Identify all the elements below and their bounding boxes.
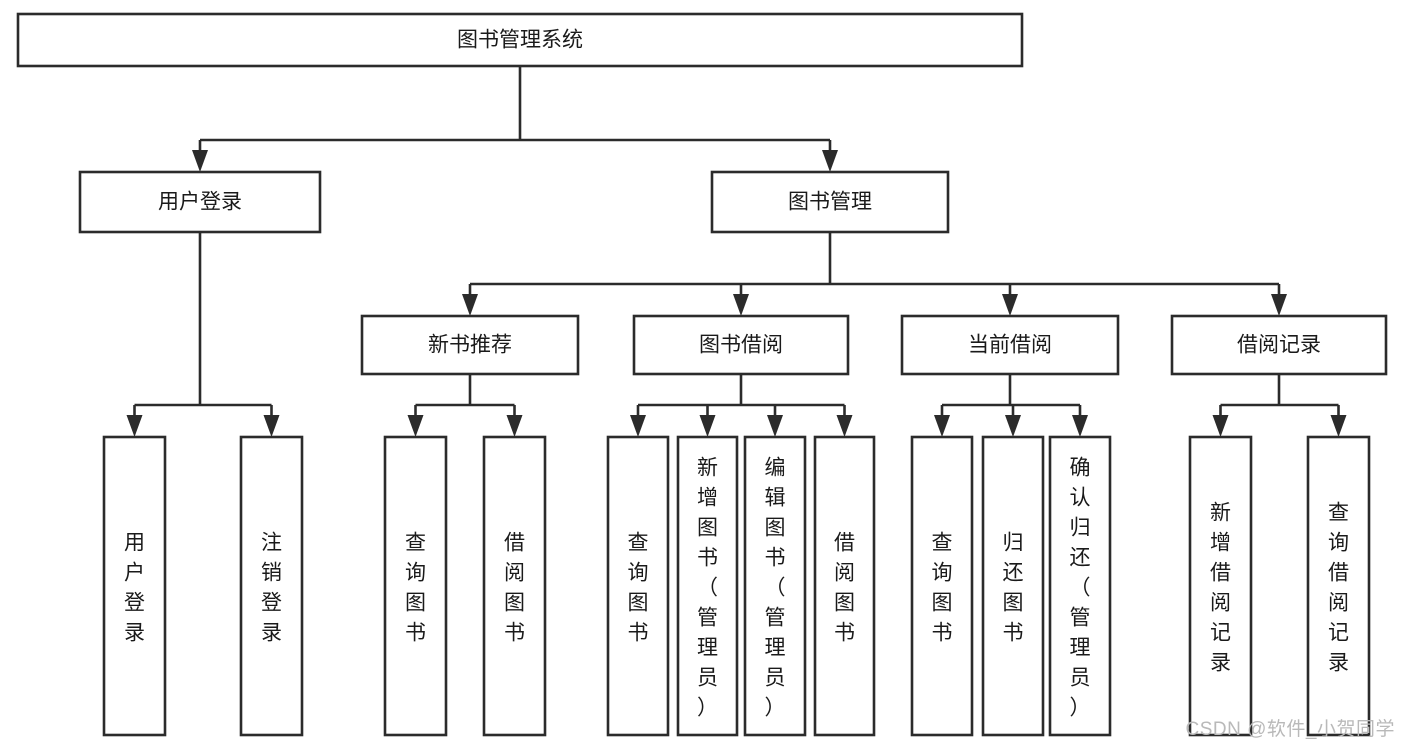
node-label: 图书管理	[788, 191, 872, 214]
node-label: 查询图书	[932, 531, 953, 644]
node-box	[900, 314, 1120, 376]
connector-arrow-icon	[733, 294, 749, 316]
connector-arrow-icon	[699, 415, 716, 437]
node-label: 图书管理系统	[457, 29, 583, 52]
node-label: 借阅记录	[1237, 334, 1321, 357]
node-box	[1188, 435, 1253, 737]
node-box	[239, 435, 304, 737]
connector-arrow-icon	[1271, 294, 1287, 316]
node-box	[78, 170, 322, 234]
node-label: 当前借阅	[968, 334, 1052, 357]
node-label: 查询图书	[405, 531, 426, 644]
connector-arrow-icon	[126, 415, 143, 437]
node-leaf-return-book[interactable]: 归还图书	[981, 435, 1045, 737]
connector-arrow-icon	[1072, 415, 1088, 437]
node-box	[676, 435, 739, 737]
node-box	[710, 170, 950, 234]
node-label: 新增借阅记录	[1210, 501, 1231, 674]
node-label: 归还图书	[1003, 531, 1024, 644]
node-box	[743, 435, 807, 737]
connector-arrow-icon	[934, 415, 950, 437]
node-label: 查询借阅记录	[1328, 501, 1349, 674]
node-leaf-query-borrow-record[interactable]: 查询借阅记录	[1306, 435, 1371, 737]
connector-group-n-current-borrow	[940, 374, 1082, 417]
node-n-book-manage[interactable]: 图书管理	[710, 170, 950, 234]
node-root[interactable]: 图书管理系统	[16, 12, 1024, 68]
node-box	[1306, 435, 1371, 737]
connector-group-n-new-book-rec	[414, 374, 516, 417]
connector-arrow-icon	[506, 415, 523, 437]
node-n-user-login[interactable]: 用户登录	[78, 170, 322, 234]
node-label: 借阅图书	[504, 531, 525, 644]
node-label: 图书借阅	[699, 334, 783, 357]
node-leaf-borrow-book[interactable]: 借阅图书	[813, 435, 876, 737]
node-label: 用户登录	[158, 191, 242, 214]
node-label: 确认归还（管理员）	[1070, 456, 1091, 719]
node-leaf-query-book-current[interactable]: 查询图书	[910, 435, 974, 737]
connector-arrow-icon	[836, 415, 853, 437]
node-leaf-confirm-return-admin[interactable]: 确认归还（管理员）	[1048, 435, 1112, 737]
node-box	[1048, 435, 1112, 737]
node-leaf-query-book-borrow[interactable]: 查询图书	[606, 435, 670, 737]
connector-arrow-icon	[263, 415, 280, 437]
connector-group-n-book-manage	[468, 232, 1281, 296]
node-box	[813, 435, 876, 737]
node-box	[383, 435, 448, 737]
node-box	[981, 435, 1045, 737]
connector-arrow-icon	[1212, 415, 1229, 437]
connector-arrow-icon	[630, 415, 646, 437]
node-label: 编辑图书（管理员）	[765, 456, 786, 719]
connector-arrow-icon	[192, 150, 208, 172]
connector-arrow-icon	[462, 294, 478, 316]
node-box	[360, 314, 580, 376]
connector-arrow-icon	[822, 150, 838, 172]
node-n-current-borrow[interactable]: 当前借阅	[900, 314, 1120, 376]
node-box	[1170, 314, 1388, 376]
node-box	[16, 12, 1024, 68]
node-n-book-borrow[interactable]: 图书借阅	[632, 314, 850, 376]
node-label: 用户登录	[124, 531, 145, 644]
connector-arrow-icon	[407, 415, 424, 437]
connector-group-n-user-login	[133, 232, 273, 417]
connector-group-n-book-borrow	[636, 374, 846, 417]
node-leaf-logout-login[interactable]: 注销登录	[239, 435, 304, 737]
node-leaf-user-login[interactable]: 用户登录	[102, 435, 167, 737]
connector-arrow-icon	[1330, 415, 1347, 437]
node-label: 新增图书（管理员）	[697, 456, 718, 719]
node-leaf-borrow-book-rec[interactable]: 借阅图书	[482, 435, 547, 737]
node-label: 新书推荐	[428, 334, 512, 357]
node-label: 查询图书	[628, 531, 649, 644]
node-box	[102, 435, 167, 737]
connector-arrow-icon	[1002, 294, 1018, 316]
node-box	[910, 435, 974, 737]
node-label: 借阅图书	[834, 531, 855, 644]
node-leaf-edit-book-admin[interactable]: 编辑图书（管理员）	[743, 435, 807, 737]
connector-arrow-icon	[767, 415, 783, 437]
node-box	[632, 314, 850, 376]
node-n-borrow-record[interactable]: 借阅记录	[1170, 314, 1388, 376]
node-leaf-query-book-rec[interactable]: 查询图书	[383, 435, 448, 737]
connector-group-root	[198, 66, 832, 152]
node-label: 注销登录	[261, 531, 282, 644]
node-box	[482, 435, 547, 737]
node-box	[606, 435, 670, 737]
node-leaf-add-book-admin[interactable]: 新增图书（管理员）	[676, 435, 739, 737]
connector-arrow-icon	[1005, 415, 1021, 437]
node-leaf-add-borrow-record[interactable]: 新增借阅记录	[1188, 435, 1253, 737]
connector-group-n-borrow-record	[1219, 374, 1340, 417]
node-n-new-book-rec[interactable]: 新书推荐	[360, 314, 580, 376]
